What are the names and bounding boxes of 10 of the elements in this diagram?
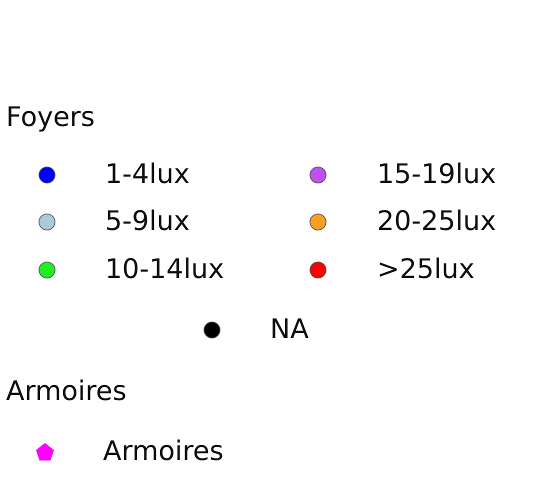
legend-label: Armoires xyxy=(103,436,224,468)
legend-heading: Armoires xyxy=(6,376,127,408)
legend-label: 1-4lux xyxy=(105,159,190,191)
legend-label: NA xyxy=(270,314,309,346)
legend-label: 15-19lux xyxy=(377,159,496,191)
legend-label: 10-14lux xyxy=(105,254,224,286)
legend-heading: Foyers xyxy=(6,102,95,134)
legend-label: 5-9lux xyxy=(105,206,190,238)
legend-label: >25lux xyxy=(377,254,475,286)
legend-label: 20-25lux xyxy=(377,206,496,238)
